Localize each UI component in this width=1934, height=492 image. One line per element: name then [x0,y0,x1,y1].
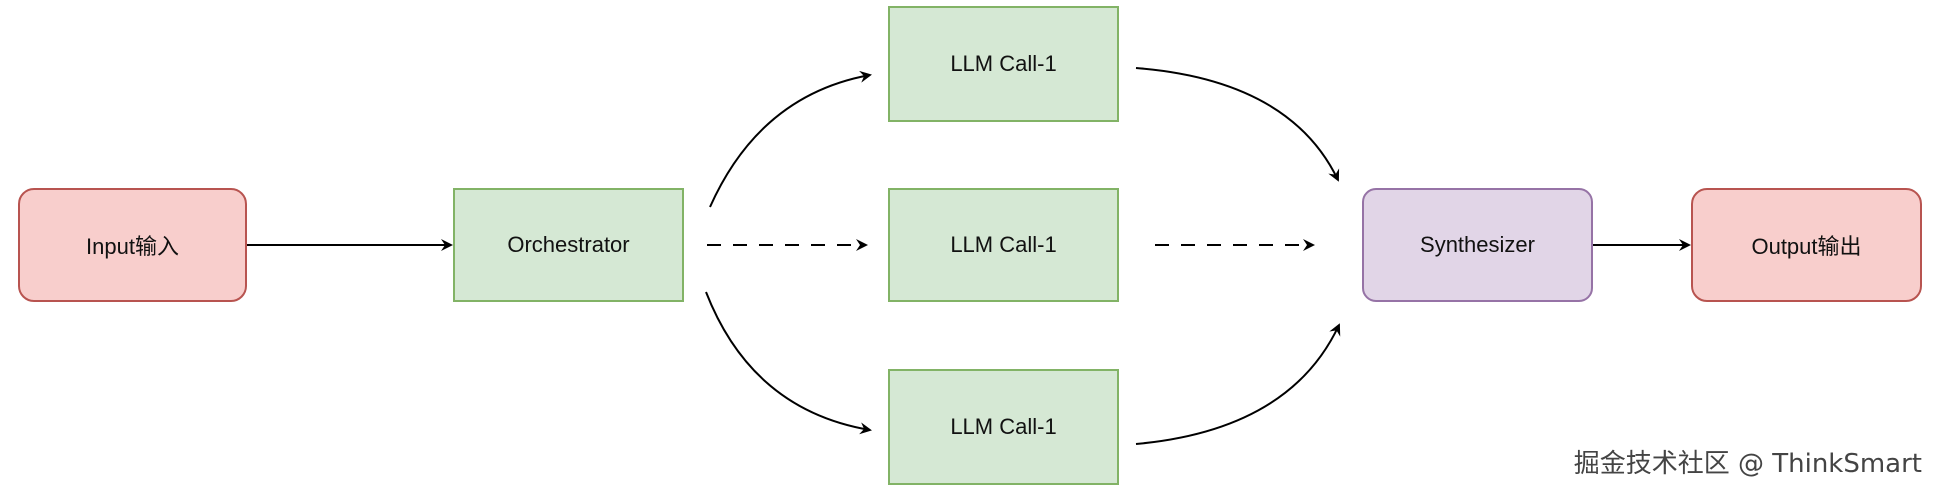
edge-orchestrator-to-llm-call-bottom [705,291,872,435]
watermark: 掘金技术社区 @ ThinkSmart [1573,449,1922,479]
edge-llm-call-bottom-to-synthesizer [1135,323,1341,445]
edge-llm-call-top-to-synthesizer [1135,67,1340,182]
output-node: Output输出 [1691,188,1922,302]
edge-orchestrator-to-llm-call-top [709,70,872,208]
llm-call-node-bottom: LLM Call-1 [888,369,1119,485]
input-node: Input输入 [18,188,247,302]
llm-call-middle-label: LLM Call-1 [950,232,1057,257]
llm-call-node-top: LLM Call-1 [888,6,1119,122]
synthesizer-node: Synthesizer [1362,188,1593,302]
llm-call-bottom-label: LLM Call-1 [950,414,1057,439]
orchestrator-node: Orchestrator [453,188,684,302]
output-node-label: Output输出 [1751,234,1862,259]
orchestrator-node-label: Orchestrator [507,232,630,257]
llm-call-node-middle: LLM Call-1 [888,188,1119,302]
synthesizer-node-label: Synthesizer [1420,232,1535,257]
input-node-label: Input输入 [86,234,179,259]
llm-call-top-label: LLM Call-1 [950,51,1057,76]
